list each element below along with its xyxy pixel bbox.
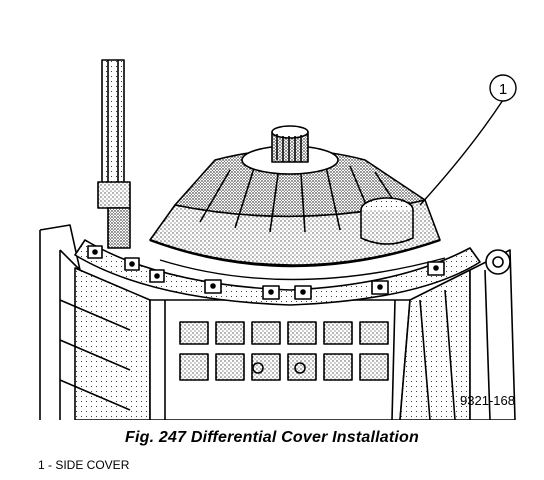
side-cover [149,149,446,281]
figure-id: 9321-168 [460,393,515,408]
output-shaft [241,125,339,175]
callout-circle [489,74,517,102]
legend-entry-1: 1 - SIDE COVER [38,458,130,472]
shift-rod [97,59,131,249]
figure-caption: Fig. 247 Differential Cover Installation [125,429,419,446]
differential-cover-illustration: 1 9321-168 [39,59,517,420]
callout-leader-line [419,99,504,206]
callout-number: 1 [499,81,507,98]
cover-bolts [87,245,445,300]
transmission-case [39,224,516,420]
